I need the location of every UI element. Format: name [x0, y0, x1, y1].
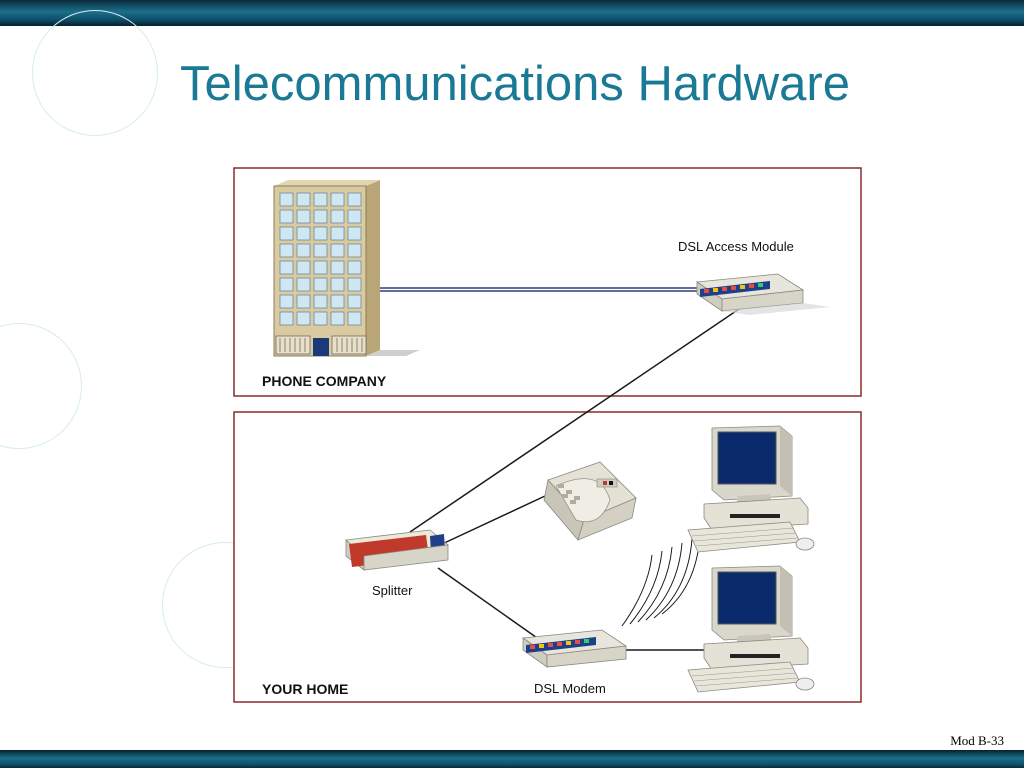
- office-building-icon: [273, 180, 420, 357]
- splitter-icon: [345, 529, 449, 571]
- top-decorative-bar: [0, 0, 1024, 26]
- dsl-modem-icon: [521, 629, 628, 668]
- desktop-computer-icon: [687, 425, 815, 553]
- telephone-icon: [543, 461, 637, 541]
- wireless-signal-icon: [621, 535, 701, 627]
- line-splitter-to-phone: [439, 495, 546, 546]
- phone-company-label: PHONE COMPANY: [262, 373, 387, 389]
- your-home-label: YOUR HOME: [262, 681, 348, 697]
- splitter-label: Splitter: [372, 583, 413, 598]
- bottom-decorative-bar: [0, 750, 1024, 768]
- dsl-access-module-label: DSL Access Module: [678, 239, 794, 254]
- line-dam-to-splitter: [409, 306, 743, 533]
- slide-number: Mod B-33: [950, 733, 1004, 748]
- line-splitter-to-modem: [437, 567, 541, 641]
- phone-line-building-to-dam: [372, 287, 700, 292]
- dsl-access-module-icon: [695, 273, 830, 315]
- desktop-computer-icon: [687, 565, 815, 693]
- dsl-modem-label: DSL Modem: [534, 681, 606, 696]
- slide-title: Telecommunications Hardware: [180, 57, 850, 111]
- decorative-circle: [32, 10, 158, 136]
